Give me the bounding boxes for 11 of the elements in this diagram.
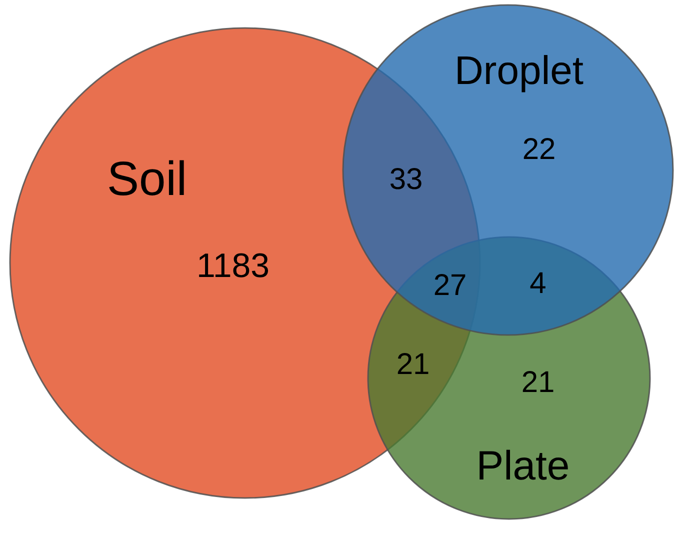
set-label: Soil [106, 156, 188, 204]
count-label: 21 [521, 368, 555, 398]
count-label: 33 [389, 165, 423, 195]
set-label: Plate [476, 446, 570, 486]
set-label: Droplet [454, 51, 584, 91]
count-label: 27 [433, 271, 467, 301]
count-label: 1183 [196, 249, 270, 283]
count-label: 21 [396, 350, 430, 380]
set-circle [342, 4, 674, 336]
count-label: 22 [522, 135, 556, 165]
count-label: 4 [530, 269, 546, 299]
